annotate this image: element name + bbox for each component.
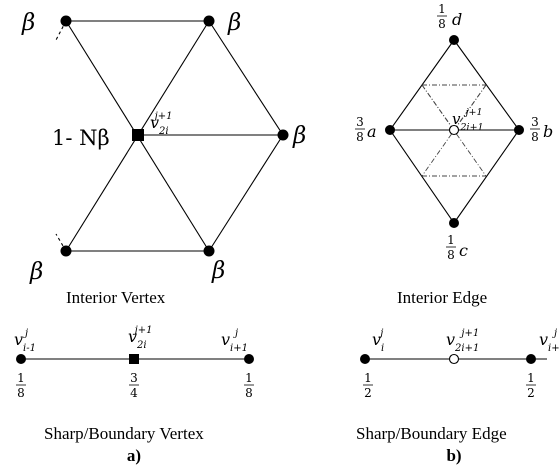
mid-vertex-label: v2i+1j+1	[446, 328, 479, 354]
svg-text:4: 4	[130, 386, 138, 400]
svg-text:d: d	[452, 10, 462, 29]
svg-text:1: 1	[17, 371, 25, 385]
svg-text:8: 8	[17, 386, 25, 400]
svg-text:1: 1	[447, 233, 455, 247]
vertex-mid-open	[448, 353, 460, 365]
weight-left-eighth: 1 8	[16, 371, 26, 400]
svg-text:3: 3	[130, 371, 138, 385]
interior-vertex-stencil: β β β β β 1- Nβ v2ij+1 Interior Vertex	[21, 10, 306, 307]
vertex-top-right	[203, 15, 215, 27]
svg-text:1: 1	[438, 2, 446, 16]
svg-text:8: 8	[531, 130, 539, 144]
svg-text:a: a	[367, 122, 377, 141]
weight-top: 1 8 d	[437, 2, 462, 31]
weight-mid-three-quarters: 3 4	[129, 371, 139, 400]
vertex-left	[360, 354, 370, 364]
svg-text:3: 3	[531, 115, 539, 129]
svg-text:c: c	[459, 241, 468, 260]
beta-top-left: β	[21, 10, 35, 36]
panel-label-b: b)	[446, 446, 461, 465]
beta-top-right: β	[227, 10, 241, 36]
weight-bottom: 1 8 c	[446, 233, 468, 262]
vertex-center-square	[132, 129, 144, 141]
weight-left: 3 8 a	[355, 115, 377, 144]
svg-text:2: 2	[364, 386, 372, 400]
beta-bottom-left: β	[29, 259, 43, 285]
vertex-left	[16, 354, 26, 364]
right-vertex-label: vi+1j	[539, 328, 560, 354]
svg-text:3: 3	[356, 115, 364, 129]
svg-text:b: b	[543, 122, 553, 141]
mid-vertex-label: v2ij+1	[128, 325, 152, 351]
refinement-dashes	[421, 84, 487, 177]
svg-text:2: 2	[527, 386, 535, 400]
center-vertex-label: v2ij+1	[150, 111, 172, 137]
interior-vertex-caption: Interior Vertex	[66, 288, 166, 307]
svg-text:1: 1	[364, 371, 372, 385]
vertex-right	[526, 354, 536, 364]
svg-text:8: 8	[356, 130, 364, 144]
weight-right: 3 8 b	[530, 115, 553, 144]
weight-left-half: 1 2	[363, 371, 373, 400]
svg-text:8: 8	[447, 248, 455, 262]
vertex-new-edge-point	[448, 124, 460, 136]
left-vertex-label: vi-1j	[14, 328, 36, 354]
right-vertex-label: vi+1j	[221, 328, 248, 354]
vertex-bottom-left	[60, 245, 72, 257]
sharp-edge-stencil: vij v2i+1j+1 vi+1j 1 2 1 2 Sharp/Boundar…	[356, 328, 560, 465]
edge-lower-right	[208, 134, 284, 252]
center-weight: 1- Nβ	[52, 126, 110, 150]
sharp-vertex-caption: Sharp/Boundary Vertex	[44, 424, 204, 443]
beta-right: β	[292, 123, 306, 149]
weight-right-half: 1 2	[526, 371, 536, 400]
svg-text:1: 1	[245, 371, 253, 385]
sharp-edge-caption: Sharp/Boundary Edge	[356, 424, 507, 443]
svg-text:1: 1	[527, 371, 535, 385]
beta-bottom-right: β	[211, 258, 225, 284]
interior-edge-stencil: 1 8 d 3 8 a 3 8 b 1 8 c v2i+1j+1 Interio…	[355, 2, 553, 307]
svg-text:8: 8	[245, 386, 253, 400]
interior-edge-caption: Interior Edge	[397, 288, 487, 307]
new-edge-vertex-label: v2i+1j+1	[452, 107, 484, 133]
vertex-b	[514, 125, 524, 135]
vertex-bottom-right	[203, 245, 215, 257]
vertex-right	[244, 354, 254, 364]
vertex-c	[449, 218, 459, 228]
sharp-vertex-stencil: vi-1j v2ij+1 vi+1j 1 8 3 4 1 8 Sharp/Bou…	[14, 325, 254, 465]
panel-label-a: a)	[127, 446, 141, 465]
edge-upper-right	[208, 20, 284, 136]
vertex-right	[277, 129, 289, 141]
weight-right-eighth: 1 8	[244, 371, 254, 400]
svg-text:8: 8	[438, 17, 446, 31]
vertex-mid-square	[129, 354, 139, 364]
vertex-a	[385, 125, 395, 135]
vertex-top-left	[60, 15, 72, 27]
vertex-d	[449, 35, 459, 45]
left-vertex-label: vij	[372, 328, 384, 354]
